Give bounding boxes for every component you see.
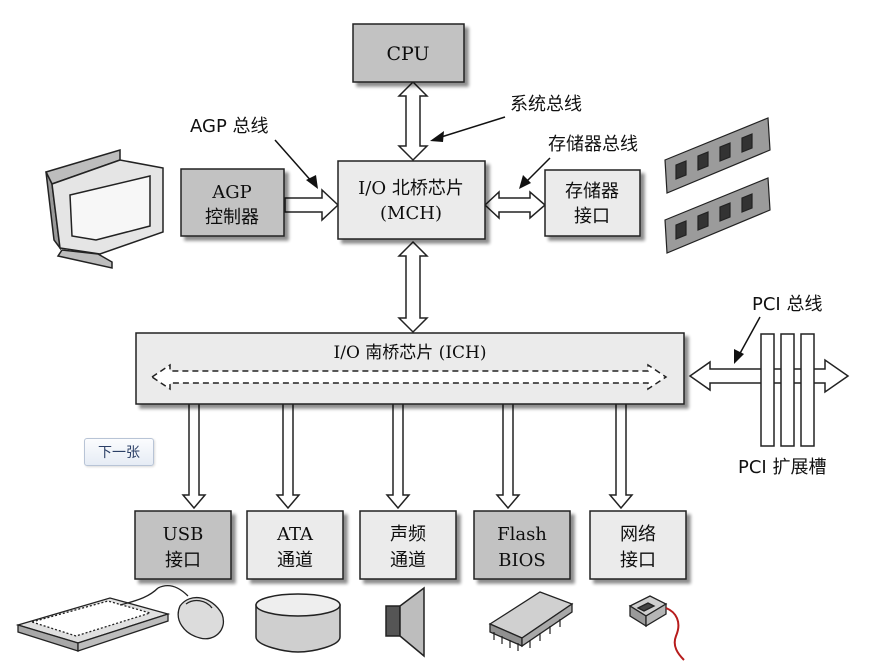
agp-controller-label: AGP [211, 182, 252, 203]
usb-label: USB [163, 524, 204, 545]
monitor-icon [44, 148, 164, 269]
pci-bus-label: PCI 总线 [752, 294, 822, 315]
pci-slots [760, 333, 815, 447]
north-bridge-box: I/O 北桥芯片 (MCH) [337, 160, 486, 240]
memory-bus-label: 存储器总线 [548, 134, 638, 155]
next-slide-button[interactable]: 下一张 [84, 438, 154, 466]
keyboard-icon [15, 587, 171, 652]
audio-sublabel: 通道 [390, 550, 426, 571]
memory-bus-arrow [483, 190, 547, 220]
ata-box: ATA 通道 [246, 510, 344, 580]
ata-sublabel: 通道 [277, 550, 313, 571]
network-plug-icon [628, 595, 685, 661]
usb-sublabel: 接口 [165, 550, 201, 571]
pci-slots-label: PCI 扩展槽 [738, 457, 826, 478]
hub-link-arrow [397, 240, 429, 334]
audio-box: 声频 通道 [359, 510, 457, 580]
chip-icon [488, 591, 574, 651]
north-bridge-sublabel: (MCH) [380, 203, 442, 224]
network-box: 网络 接口 [589, 510, 687, 580]
agp-bus-label: AGP 总线 [190, 116, 269, 137]
memory-interface-sublabel: 接口 [574, 206, 610, 227]
system-bus-pointer [430, 116, 506, 142]
mouse-icon [157, 584, 225, 640]
system-bus-arrow [397, 80, 429, 162]
south-bridge-label: I/O 南桥芯片 (ICH) [334, 343, 487, 363]
pci-slot [780, 333, 795, 447]
usb-box: USB 接口 [134, 510, 232, 580]
internal-bus-arrow [150, 363, 668, 391]
ata-label: ATA [276, 524, 314, 545]
south-bridge-box: I/O 南桥芯片 (ICH) [135, 332, 685, 405]
cpu-box: CPU [352, 23, 465, 83]
agp-controller-sublabel: 控制器 [205, 207, 259, 228]
flash-label: Flash [497, 524, 547, 545]
agp-bus-pointer [274, 139, 318, 189]
agp-controller-box: AGP 控制器 [180, 168, 285, 237]
flash-sublabel: BIOS [498, 550, 545, 571]
cpu-label: CPU [386, 43, 429, 65]
disk-icon [255, 593, 341, 653]
network-label: 网络 [620, 524, 656, 545]
pci-bus-pointer [734, 316, 761, 364]
agp-bus-arrow [284, 188, 340, 222]
pci-slot [760, 333, 775, 447]
memory-interface-box: 存储器 接口 [544, 169, 641, 237]
system-bus-label: 系统总线 [510, 94, 582, 115]
audio-label: 声频 [390, 524, 426, 545]
memory-bus-pointer [519, 157, 551, 189]
network-sublabel: 接口 [620, 550, 656, 571]
north-bridge-label: I/O 北桥芯片 [358, 178, 464, 199]
memory-interface-label: 存储器 [565, 181, 619, 202]
pci-slot [800, 333, 815, 447]
memory-module-icon [664, 117, 771, 254]
speaker-icon [385, 586, 425, 658]
flash-bios-box: Flash BIOS [473, 510, 571, 580]
